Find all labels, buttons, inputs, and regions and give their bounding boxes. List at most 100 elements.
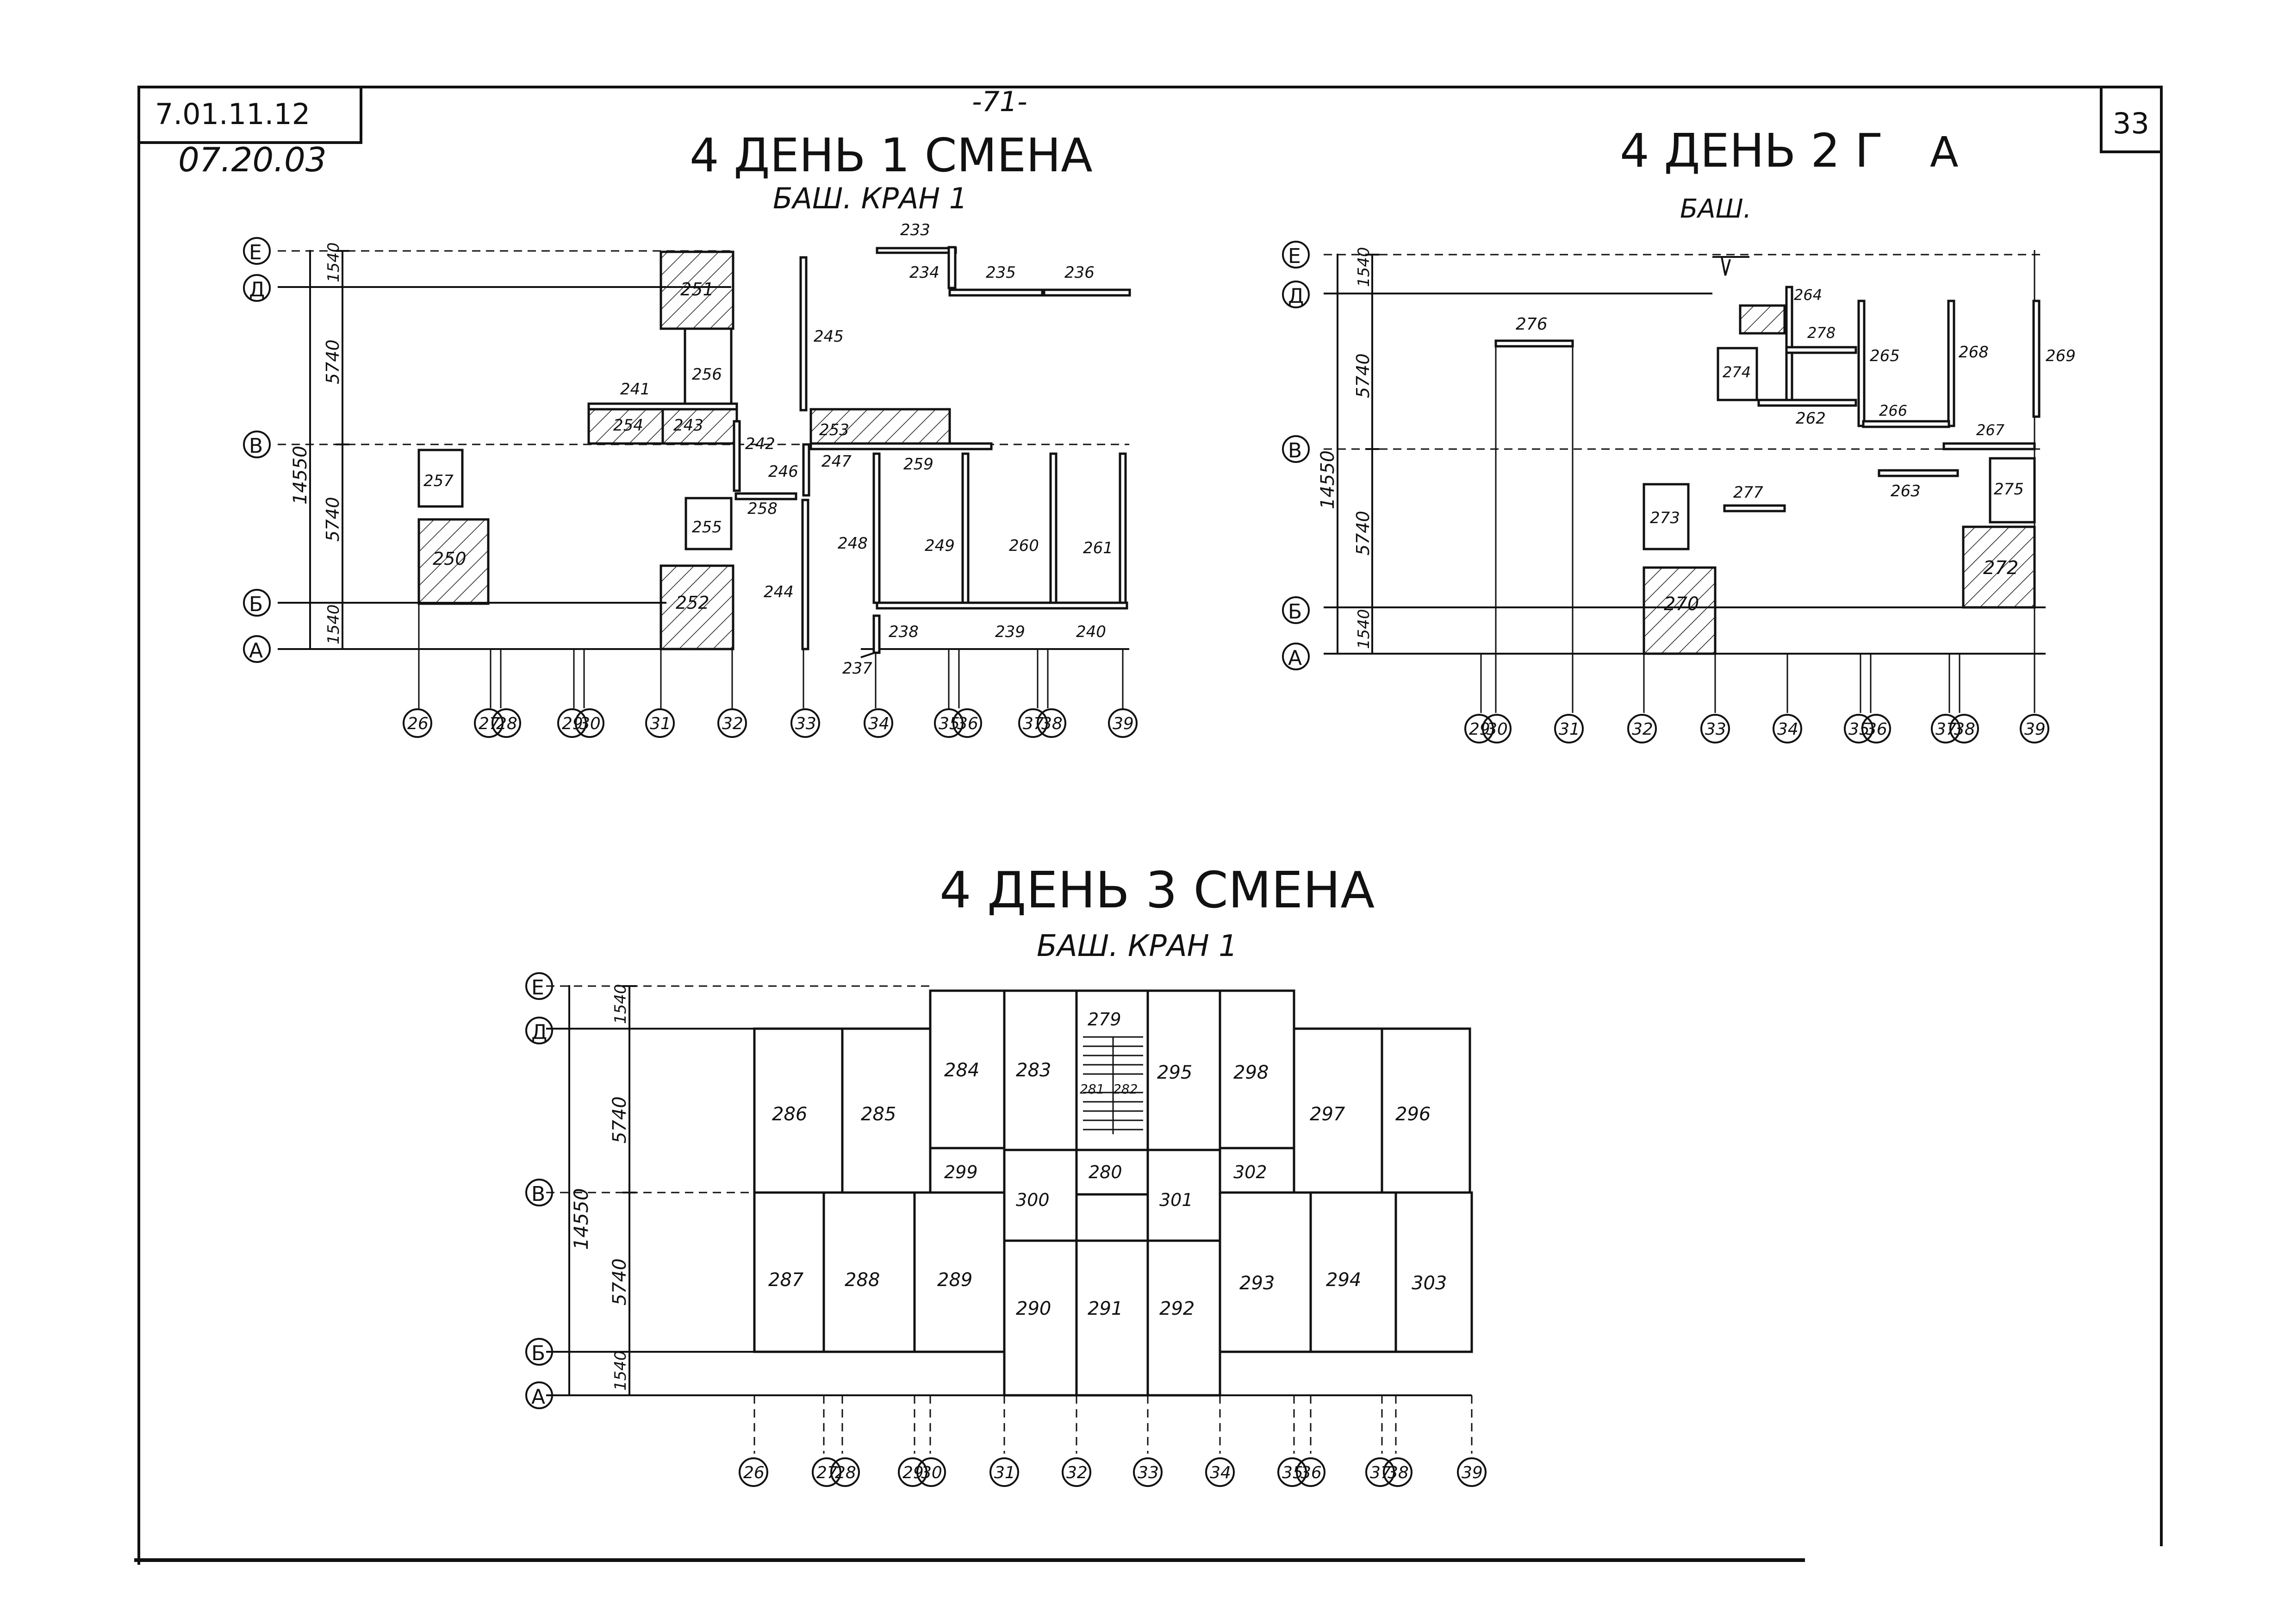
plan3-title: 4 ДЕНЬ 3 СМЕНА [940, 862, 1375, 919]
svg-text:5740: 5740 [609, 1258, 630, 1305]
svg-text:35: 35 [1282, 1463, 1303, 1482]
svg-text:1540: 1540 [324, 604, 343, 644]
svg-text:В: В [249, 434, 263, 458]
svg-text:5740: 5740 [323, 497, 343, 542]
dimension-chain: 1540 5740 5740 1540 14550 [1317, 247, 1379, 655]
svg-text:250: 250 [433, 549, 467, 569]
svg-text:14550: 14550 [570, 1188, 592, 1250]
svg-text:5740: 5740 [1353, 353, 1373, 398]
svg-text:301: 301 [1159, 1190, 1193, 1210]
plan-1: 4 ДЕНЬ 1 СМЕНА БАШ. КРАН 1 Е Д В Б А 154… [243, 128, 1138, 738]
svg-text:282: 282 [1113, 1081, 1138, 1097]
svg-text:246: 246 [768, 462, 798, 481]
svg-text:259: 259 [903, 455, 933, 474]
plan1-elements: 233 234 235 236 245 251 256 241 254 243 … [417, 221, 1131, 678]
svg-text:287: 287 [768, 1269, 804, 1291]
svg-text:Е: Е [1288, 244, 1301, 268]
svg-text:Б: Б [249, 593, 263, 616]
svg-text:29: 29 [902, 1463, 924, 1482]
svg-text:1540: 1540 [611, 1350, 630, 1391]
svg-text:233: 233 [900, 221, 930, 239]
svg-text:38: 38 [1388, 1463, 1409, 1482]
svg-text:265: 265 [1870, 347, 1900, 365]
svg-text:248: 248 [838, 534, 868, 553]
svg-text:30: 30 [1487, 720, 1508, 739]
stair-symbol [1083, 1036, 1143, 1134]
svg-text:280: 280 [1089, 1162, 1122, 1182]
svg-text:А: А [1288, 646, 1302, 670]
row-axis-bubbles: Е Д В Б А [243, 237, 271, 663]
svg-text:236: 236 [1064, 263, 1095, 282]
svg-text:262: 262 [1796, 409, 1826, 428]
svg-text:1540: 1540 [611, 984, 630, 1024]
plan2-title-tail: А [1930, 128, 1959, 177]
svg-text:238: 238 [889, 623, 919, 641]
svg-text:В: В [1288, 439, 1302, 462]
svg-text:14550: 14550 [290, 446, 311, 505]
plan3-subtitle: БАШ. КРАН 1 [1037, 929, 1238, 963]
page-number: 33 [2113, 106, 2149, 140]
svg-text:303: 303 [1412, 1273, 1447, 1294]
svg-text:30: 30 [921, 1463, 942, 1482]
svg-text:264: 264 [1794, 286, 1822, 304]
svg-text:30: 30 [579, 714, 601, 733]
svg-text:33: 33 [1705, 720, 1726, 739]
svg-text:28: 28 [835, 1463, 856, 1482]
svg-text:249: 249 [925, 537, 955, 555]
column-axes: 26 27 28 29 30 31 32 33 34 35 36 37 38 3… [403, 603, 1138, 738]
svg-text:256: 256 [692, 365, 722, 384]
svg-text:38: 38 [1954, 720, 1975, 739]
column-axes: 26 27 28 29 30 31 32 33 34 35 36 37 38 3… [739, 1395, 1487, 1487]
svg-text:243: 243 [673, 416, 703, 435]
svg-text:237: 237 [842, 659, 872, 678]
svg-text:29: 29 [1469, 720, 1490, 739]
svg-text:36: 36 [1300, 1463, 1322, 1482]
svg-text:267: 267 [1976, 421, 2005, 439]
plan2-subtitle: БАШ. [1680, 194, 1751, 224]
svg-text:283: 283 [1016, 1060, 1051, 1081]
svg-text:298: 298 [1233, 1062, 1269, 1083]
sheet-code: 7.01.11.12 [155, 97, 310, 131]
svg-text:35: 35 [939, 714, 960, 733]
svg-text:257: 257 [423, 472, 454, 490]
svg-text:5740: 5740 [609, 1096, 630, 1143]
svg-text:247: 247 [821, 452, 852, 471]
dimension-chain: 1540 5740 5740 1540 14550 [290, 242, 349, 650]
svg-text:297: 297 [1310, 1104, 1345, 1125]
svg-text:277: 277 [1733, 483, 1763, 502]
svg-text:302: 302 [1233, 1162, 1267, 1182]
dimension-chain: 1540 5740 5740 1540 14550 [568, 984, 636, 1396]
svg-text:241: 241 [620, 380, 650, 399]
svg-text:292: 292 [1159, 1298, 1195, 1319]
plan2-elements: 276 264 278 265 268 269 274 262 266 267 … [1494, 256, 2076, 655]
svg-text:290: 290 [1016, 1298, 1051, 1319]
svg-text:33: 33 [1138, 1463, 1159, 1482]
svg-text:32: 32 [1066, 1463, 1088, 1482]
svg-text:288: 288 [845, 1269, 880, 1291]
sheet-date: 07.20.03 [178, 140, 327, 179]
svg-text:32: 32 [722, 714, 743, 733]
page-center-number: -71- [972, 86, 1027, 118]
plan-3: 4 ДЕНЬ 3 СМЕНА БАШ. КРАН 1 Е Д В Б А 154… [525, 862, 1487, 1487]
svg-text:1540: 1540 [1355, 247, 1373, 287]
plan2-title: 4 ДЕНЬ 2 Г [1620, 124, 1883, 178]
svg-text:29: 29 [562, 714, 583, 733]
svg-text:291: 291 [1088, 1298, 1123, 1319]
svg-text:252: 252 [676, 593, 709, 613]
svg-text:260: 260 [1009, 537, 1039, 555]
svg-text:263: 263 [1891, 482, 1921, 500]
svg-text:Е: Е [249, 241, 262, 264]
svg-text:Б: Б [531, 1342, 545, 1365]
svg-text:285: 285 [861, 1104, 896, 1125]
svg-text:240: 240 [1076, 623, 1106, 641]
plan1-title: 4 ДЕНЬ 1 СМЕНА [690, 128, 1093, 182]
svg-text:270: 270 [1664, 593, 1699, 615]
row-axis-bubbles: Е Д В Б А [1282, 241, 1310, 670]
svg-text:А: А [531, 1385, 545, 1409]
svg-text:296: 296 [1395, 1104, 1431, 1125]
svg-text:35: 35 [1848, 720, 1870, 739]
svg-text:266: 266 [1879, 402, 1907, 419]
svg-text:253: 253 [819, 421, 849, 439]
svg-text:279: 279 [1088, 1009, 1121, 1030]
